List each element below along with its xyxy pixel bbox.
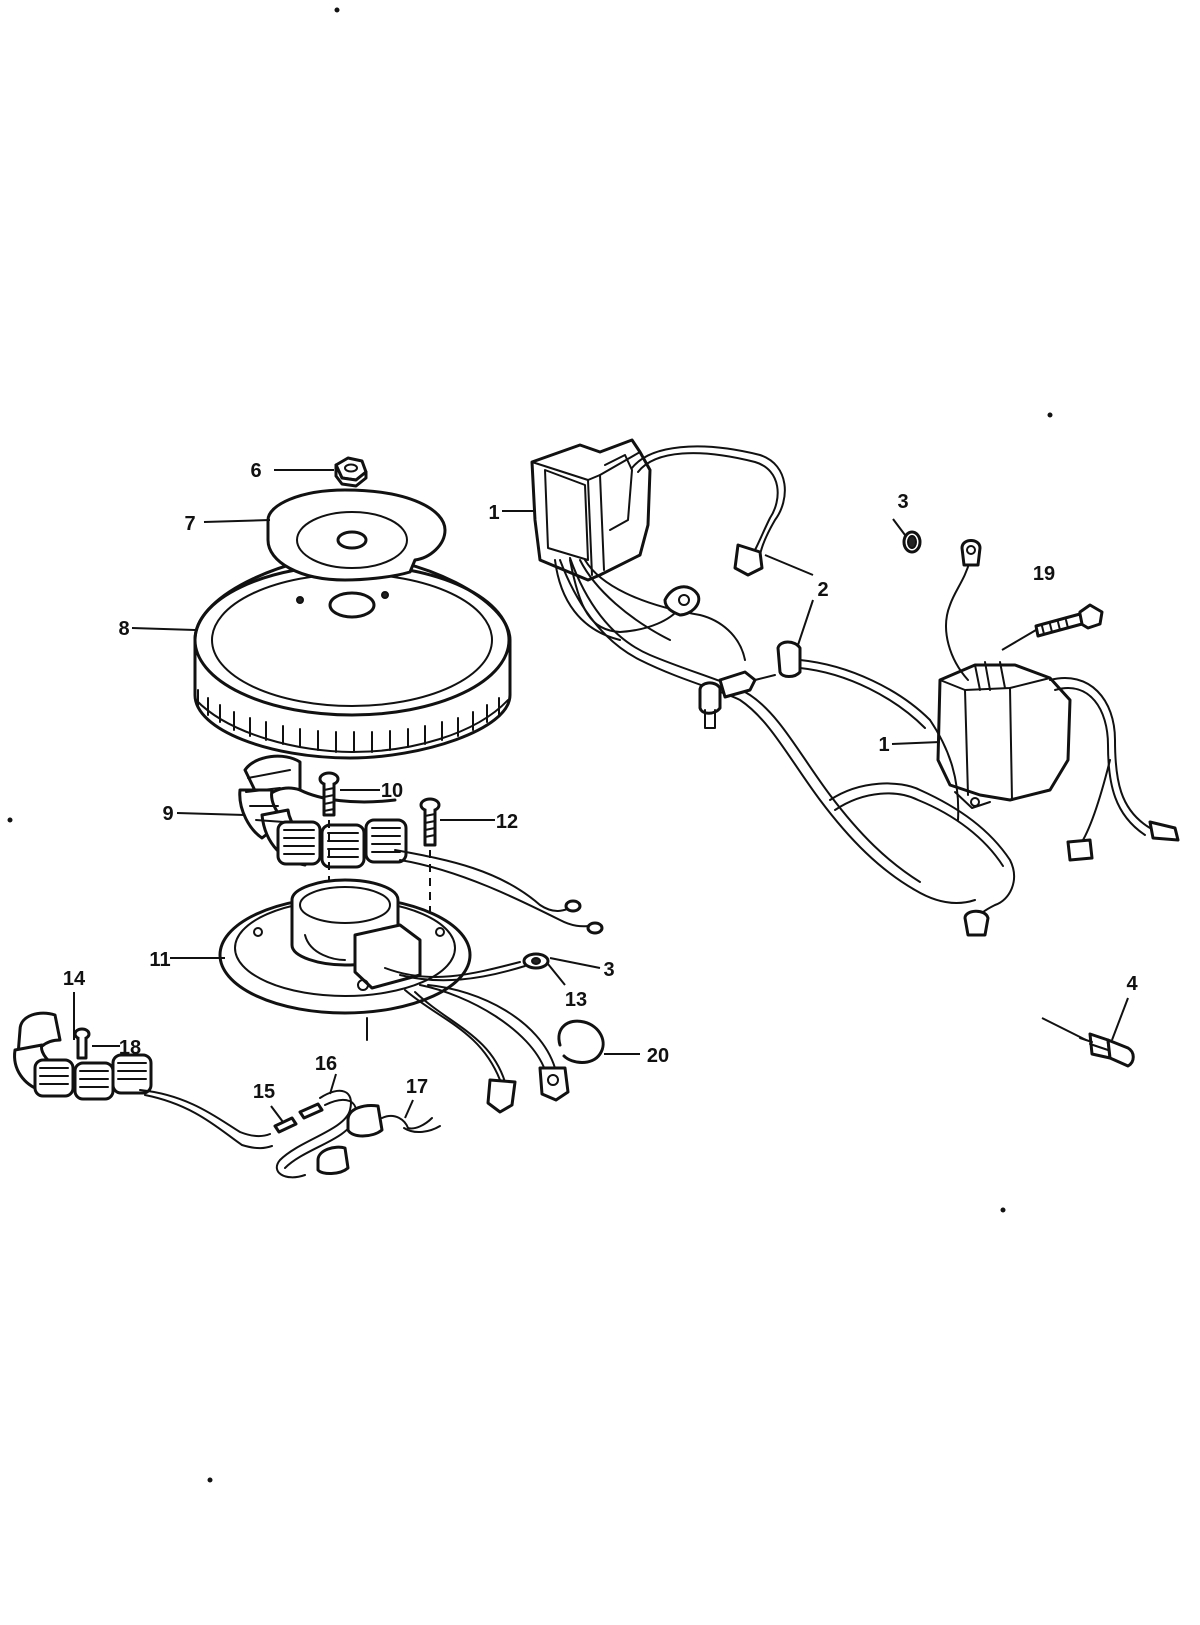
callout-10: 10 bbox=[381, 780, 403, 802]
screw-12 bbox=[419, 797, 441, 847]
callout-17: 17 bbox=[406, 1076, 428, 1098]
stator bbox=[238, 754, 408, 869]
callout-9: 9 bbox=[162, 803, 173, 825]
screw-19 bbox=[1034, 603, 1104, 638]
screw-18 bbox=[73, 1027, 91, 1060]
callout-15: 15 bbox=[253, 1081, 275, 1103]
callout-8: 8 bbox=[118, 618, 129, 640]
callout-16: 16 bbox=[315, 1053, 337, 1075]
callout-12: 12 bbox=[496, 811, 518, 833]
spark-boot-2 bbox=[776, 640, 931, 729]
callout-14: 14 bbox=[63, 968, 86, 990]
washer-13 bbox=[522, 952, 550, 970]
callout-2: 2 bbox=[817, 579, 828, 601]
callout-11: 11 bbox=[149, 949, 170, 971]
ignition-coil-lower bbox=[829, 539, 1180, 937]
callout-1b: 1 bbox=[878, 734, 889, 756]
connector-15 bbox=[273, 1102, 324, 1134]
screw-10 bbox=[318, 771, 340, 817]
retaining-ring-20 bbox=[557, 1019, 605, 1064]
callout-1a: 1 bbox=[488, 502, 499, 524]
trigger-base bbox=[218, 878, 472, 1041]
callout-13: 13 bbox=[565, 989, 587, 1011]
ignition-coil-upper bbox=[530, 438, 976, 904]
flywheel bbox=[193, 553, 512, 760]
switch-4 bbox=[1079, 1032, 1135, 1068]
callout-18: 18 bbox=[119, 1037, 141, 1059]
callout-6: 6 bbox=[250, 460, 261, 482]
capacitor-17 bbox=[346, 1104, 441, 1138]
callout-3b: 3 bbox=[603, 959, 614, 981]
callout-3a: 3 bbox=[897, 491, 908, 513]
washer-3 bbox=[902, 530, 922, 554]
callout-4: 4 bbox=[1126, 973, 1138, 995]
callout-19: 19 bbox=[1033, 563, 1055, 585]
flywheel-plate bbox=[266, 488, 447, 582]
coil-14 bbox=[13, 1011, 153, 1101]
callout-20: 20 bbox=[647, 1045, 669, 1067]
flywheel-nut bbox=[334, 456, 368, 488]
callout-7: 7 bbox=[184, 513, 195, 535]
